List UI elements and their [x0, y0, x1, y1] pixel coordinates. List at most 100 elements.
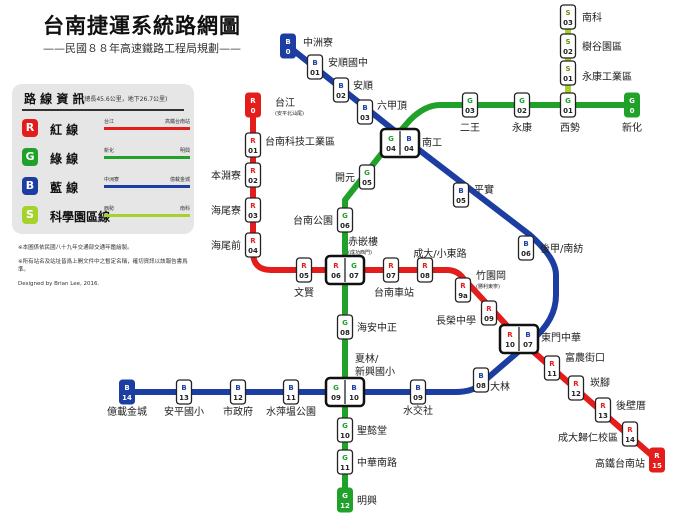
station-marker-r2[interactable]: R 02 [244, 162, 262, 188]
svg-text:R: R [549, 360, 555, 368]
station-marker-g8[interactable]: G08 [336, 314, 354, 340]
legend-swatch [104, 156, 190, 159]
svg-text:07: 07 [523, 341, 533, 349]
svg-text:R: R [486, 305, 492, 313]
svg-text:03: 03 [248, 212, 258, 220]
science-park-line-badge: S [22, 206, 38, 224]
station-marker-g12[interactable]: G 12 [337, 487, 353, 513]
station-name-g10: 聖懿堂 [357, 424, 387, 437]
svg-text:06: 06 [521, 250, 531, 258]
station-marker-r8[interactable]: R08 [416, 257, 434, 283]
station-marker-b12[interactable]: B12 [229, 379, 247, 405]
svg-text:12: 12 [340, 502, 350, 510]
credit: Designed by Brian Lee, 2016. [18, 281, 100, 287]
svg-text:G: G [629, 97, 635, 105]
station-marker-g11[interactable]: G11 [336, 449, 354, 475]
green-line-badge: G [22, 148, 38, 166]
station-marker-r4[interactable]: R04 [244, 232, 262, 258]
station-marker-g0[interactable]: G0 [624, 92, 640, 118]
station-marker-r12[interactable]: R12 [567, 375, 585, 401]
svg-text:08: 08 [340, 329, 350, 337]
svg-text:G: G [342, 492, 348, 500]
svg-text:R: R [600, 402, 606, 410]
station-marker-r3[interactable]: R 03 [244, 197, 262, 223]
station-marker-r9[interactable]: R09 [480, 300, 498, 326]
svg-text:11: 11 [547, 370, 557, 378]
interchange-name-x4: 新興國小 [355, 365, 395, 378]
svg-text:07: 07 [349, 272, 359, 280]
station-marker-b9[interactable]: B09 [409, 379, 427, 405]
station-marker-r11[interactable]: R 11 [543, 355, 561, 381]
legend-red-line: R 紅 線 台江 高鐵台南站 [20, 117, 190, 145]
station-marker-r13[interactable]: R13 [594, 397, 612, 423]
station-marker-b14[interactable]: B14 [119, 379, 135, 405]
station-name-g0: 新化 [622, 121, 642, 134]
station-marker-r14[interactable]: R14 [621, 421, 639, 447]
station-marker-g10[interactable]: G10 [336, 417, 354, 443]
svg-text:08: 08 [420, 272, 430, 280]
legend-swatch [104, 185, 190, 188]
svg-text:S: S [565, 9, 570, 17]
station-marker-g5[interactable]: G05 [358, 164, 376, 190]
station-marker-g3[interactable]: G03 [461, 92, 479, 118]
svg-text:02: 02 [248, 177, 258, 185]
station-marker-b8[interactable]: B08 [472, 367, 490, 393]
station-marker-r7[interactable]: R07 [382, 257, 400, 283]
svg-text:03: 03 [563, 19, 573, 27]
station-marker-b2[interactable]: B02 [332, 77, 350, 103]
station-marker-b6[interactable]: B06 [517, 235, 535, 261]
svg-text:R: R [250, 97, 256, 105]
station-marker-r0[interactable]: R0 [245, 92, 261, 118]
legend-to: 高鐵台南站 [164, 119, 190, 125]
svg-text:02: 02 [563, 48, 573, 56]
svg-text:R: R [250, 167, 256, 175]
station-marker-g1[interactable]: G01 [559, 92, 577, 118]
station-marker-b5[interactable]: B05 [452, 182, 470, 208]
svg-text:R: R [627, 426, 633, 434]
station-marker-r1[interactable]: R 01 [244, 132, 262, 158]
route-info-panel: 路 線 資 訊 (總長45.6公里，地下26.7公里) R 紅 線 台江 高鐵台… [12, 84, 194, 234]
station-marker-g2[interactable]: G02 [513, 92, 531, 118]
station-marker-b3[interactable]: B03 [356, 99, 374, 125]
svg-text:06: 06 [331, 272, 341, 280]
station-marker-b0[interactable]: B0 [280, 33, 296, 59]
svg-text:R: R [250, 137, 256, 145]
station-name-g12: 明興 [357, 495, 377, 507]
svg-text:11: 11 [340, 464, 350, 472]
station-marker-s1[interactable]: S01 [559, 60, 577, 86]
station-marker-g6[interactable]: G06 [336, 207, 354, 233]
station-name-r3: 海尾寮 [211, 204, 241, 217]
station-marker-b11[interactable]: B11 [282, 379, 300, 405]
svg-text:10: 10 [505, 341, 515, 349]
station-marker-r15[interactable]: R15 [649, 447, 665, 473]
map-subtitle: ——民國８８年高速鐵路工程局規劃—— [43, 42, 241, 55]
station-name-g3: 二王 [460, 123, 480, 134]
svg-text:R: R [388, 262, 394, 270]
station-marker-b13[interactable]: B13 [175, 379, 193, 405]
svg-text:03: 03 [465, 107, 475, 115]
svg-text:R: R [250, 202, 256, 210]
station-marker-s2[interactable]: S02 [559, 33, 577, 59]
legend-to: 南科 [179, 206, 190, 212]
station-marker-r9a[interactable]: R9a [454, 277, 472, 303]
svg-text:08: 08 [476, 382, 486, 390]
svg-text:04: 04 [404, 145, 414, 153]
svg-text:01: 01 [310, 69, 320, 77]
station-name-r13: 後壁厝 [616, 399, 646, 412]
svg-text:G: G [351, 262, 357, 270]
svg-text:B: B [312, 59, 317, 67]
svg-text:05: 05 [362, 179, 372, 187]
station-marker-b1[interactable]: B 01 [306, 54, 324, 80]
station-name-g2: 永康 [512, 121, 532, 134]
svg-text:R: R [301, 262, 307, 270]
svg-text:9a: 9a [458, 292, 468, 300]
station-name-s3: 南科 [582, 11, 602, 24]
svg-text:01: 01 [248, 147, 258, 155]
station-marker-r5[interactable]: R05 [295, 257, 313, 283]
svg-text:B: B [406, 135, 411, 143]
station-marker-s3[interactable]: S 03 [559, 4, 577, 30]
